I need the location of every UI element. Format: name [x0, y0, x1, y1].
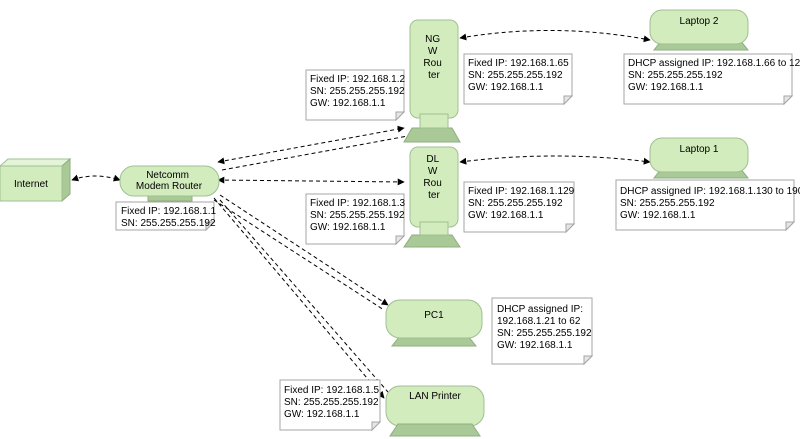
note-laptop1-dhcp: DHCP assigned IP: 192.168.1.130 to 190 S… — [615, 179, 800, 232]
modem-router-node[interactable]: Netcomm Modem Router — [119, 165, 220, 202]
link-modem-printer-return — [219, 199, 389, 393]
link-modem-printer — [213, 197, 385, 399]
note-ngw-right: Fixed IP: 192.168.1.65 SN: 255.255.255.1… — [463, 53, 574, 106]
lan-printer-label: LAN Printer — [409, 391, 461, 402]
pc1-node[interactable]: PC1 — [385, 299, 483, 347]
dlw-router-node[interactable]: DL W Rou ter — [403, 146, 461, 248]
link-internet-modem — [71, 174, 121, 182]
dlw-router-label: DL W Rou ter — [423, 154, 444, 201]
lan-printer-node[interactable]: LAN Printer — [385, 385, 485, 437]
link-modem-ngw-router-return — [221, 135, 409, 171]
link-ngw-laptop2 — [459, 30, 651, 43]
link-modem-ngw-router — [217, 125, 405, 165]
note-dlw-right: Fixed IP: 192.168.1.129 SN: 255.255.255.… — [463, 181, 577, 234]
link-dlw-laptop1 — [459, 155, 651, 165]
modem-router-label: Netcomm Modem Router — [136, 170, 203, 192]
connection-links — [71, 30, 651, 399]
ngw-router-node[interactable]: NG W Rou ter — [403, 19, 461, 143]
laptop2-label: Laptop 2 — [680, 16, 719, 27]
svg-text:Fixed IP: 192.168.1.1 SN: Fixed IP: 192.168.1.1 SN: 255.255.255.19… — [121, 206, 219, 229]
svg-text:Fixed IP: 192.168.1.2 SN: Fixed IP: 192.168.1.2 SN: 255.255.255.19… — [310, 74, 408, 109]
note-laptop2-dhcp: DHCP assigned IP: 192.168.1.66 to 126 SN… — [623, 53, 800, 106]
svg-text:Fixed IP: 192.168.1.65 S: Fixed IP: 192.168.1.65 SN: 255.255.255.1… — [468, 58, 571, 93]
note-dlw-left: Fixed IP: 192.168.1.3 SN: 255.255.255.19… — [305, 193, 408, 246]
laptop2-node[interactable]: Laptop 2 — [649, 9, 750, 51]
note-ngw-left: Fixed IP: 192.168.1.2 SN: 255.255.255.19… — [305, 69, 408, 122]
pc1-label: PC1 — [424, 310, 444, 321]
internet-label: Internet — [14, 179, 48, 190]
link-modem-dlw-router — [217, 176, 405, 186]
link-modem-pc1 — [219, 194, 389, 306]
link-modem-pc1-return — [213, 199, 385, 311]
note-modem-ip: Fixed IP: 192.168.1.1 SN: 255.255.255.19… — [115, 201, 219, 232]
svg-text:DHCP assigned IP: 192.168.1.66: DHCP assigned IP: 192.168.1.66 to 126 SN… — [628, 58, 800, 93]
note-pc1-dhcp: DHCP assigned IP: 192.168.1.21 to 62 SN:… — [491, 297, 594, 366]
svg-text:Fixed IP: 192.168.1.129: Fixed IP: 192.168.1.129 SN: 255.255.255.… — [468, 186, 577, 221]
laptop1-node[interactable]: Laptop 1 — [649, 137, 750, 179]
svg-text:DHCP assigned IP: 192.16: DHCP assigned IP: 192.168.1.21 to 62 SN:… — [497, 304, 594, 351]
internet-node[interactable]: Internet — [0, 157, 72, 203]
svg-text:Fixed IP: 192.168.1.5 SN: Fixed IP: 192.168.1.5 SN: 255.255.255.19… — [284, 385, 382, 420]
svg-text:Fixed IP: 192.168.1.3 SN: Fixed IP: 192.168.1.3 SN: 255.255.255.19… — [310, 198, 408, 233]
laptop1-label: Laptop 1 — [680, 144, 719, 155]
svg-text:DHCP assigned IP: 192.168.1.13: DHCP assigned IP: 192.168.1.130 to 190 S… — [620, 186, 800, 221]
ngw-router-label: NG W Rou ter — [423, 34, 444, 81]
note-printer-ip: Fixed IP: 192.168.1.5 SN: 255.255.255.19… — [279, 379, 382, 432]
